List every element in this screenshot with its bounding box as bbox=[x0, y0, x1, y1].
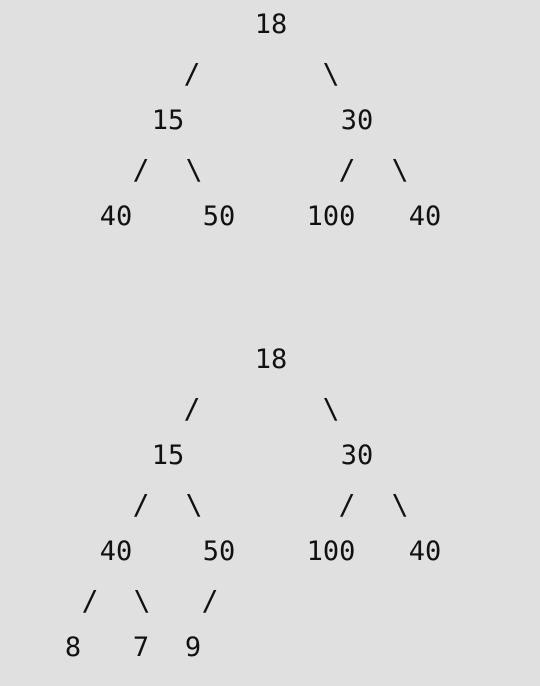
tree-edge-right-right: \ bbox=[391, 488, 409, 521]
tree-node-left-left: 40 bbox=[99, 536, 133, 567]
tree-edge-left-left: / bbox=[132, 153, 150, 186]
tree-node-lr-left: 9 bbox=[184, 632, 202, 663]
tree-node-left-right: 50 bbox=[202, 201, 236, 232]
tree-edge-right-right: \ bbox=[391, 153, 409, 186]
tree-edge-left-right: \ bbox=[185, 153, 203, 186]
tree-node-root: 18 bbox=[254, 9, 288, 40]
tree-edge-right-left: / bbox=[338, 153, 356, 186]
tree-edge-root-right: \ bbox=[322, 392, 340, 425]
tree-node-left: 15 bbox=[151, 440, 185, 471]
tree-node-left-left: 40 bbox=[99, 201, 133, 232]
tree-node-right: 30 bbox=[340, 440, 374, 471]
tree-node-right: 30 bbox=[340, 105, 374, 136]
tree-edge-root-left: / bbox=[183, 57, 201, 90]
binary-tree-2: 18 / \ 15 30 / \ / \ 40 50 100 40 / \ / … bbox=[0, 335, 540, 663]
tree-edge-lr-left: / bbox=[201, 584, 219, 617]
tree-edge-root-right: \ bbox=[322, 57, 340, 90]
tree-node-left: 15 bbox=[151, 105, 185, 136]
tree-node-right-left: 100 bbox=[306, 201, 356, 232]
tree-node-root: 18 bbox=[254, 344, 288, 375]
tree-node-right-left: 100 bbox=[306, 536, 356, 567]
tree-edge-left-left: / bbox=[132, 488, 150, 521]
tree-edge-ll-left: / bbox=[81, 584, 99, 617]
tree-node-left-right: 50 bbox=[202, 536, 236, 567]
binary-tree-1: 18 / \ 15 30 / \ / \ 40 50 100 40 bbox=[0, 0, 540, 300]
tree-node-right-right: 40 bbox=[408, 201, 442, 232]
tree-node-right-right: 40 bbox=[408, 536, 442, 567]
tree-edge-right-left: / bbox=[338, 488, 356, 521]
tree-edge-left-right: \ bbox=[185, 488, 203, 521]
tree-node-ll-right: 7 bbox=[132, 632, 150, 663]
tree-edge-root-left: / bbox=[183, 392, 201, 425]
tree-node-ll-left: 8 bbox=[64, 632, 82, 663]
tree-edge-ll-right: \ bbox=[133, 584, 151, 617]
